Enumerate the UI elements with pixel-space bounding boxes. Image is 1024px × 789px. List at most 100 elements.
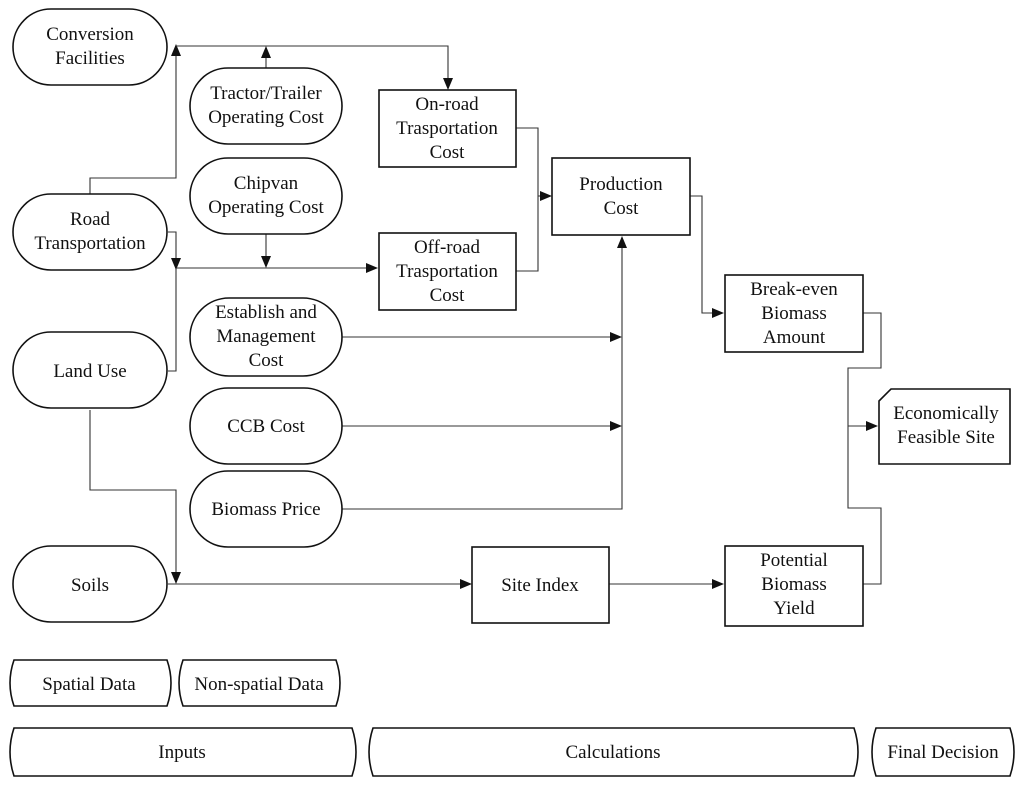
arrowhead-chipvan xyxy=(261,256,271,268)
arrowhead-production-left xyxy=(540,191,552,201)
node-potential-yield-line-2: Biomass xyxy=(761,574,826,595)
node-site-index-line-1: Site Index xyxy=(501,575,579,596)
edge-road-to-offroad xyxy=(168,231,177,268)
node-biomass-price-line-1: Biomass Price xyxy=(211,499,320,520)
edge-road-to-conversion xyxy=(89,46,177,194)
node-breakeven-amount-line-3: Amount xyxy=(763,327,826,348)
node-conversion-facilities-line-1: Conversion xyxy=(46,24,134,45)
edge-offroad-to-production xyxy=(516,196,539,272)
node-establish-management-cost-line-1: Establish and xyxy=(215,302,317,323)
node-breakeven-amount-line-1: Break-even xyxy=(750,279,838,300)
node-establish-management-cost-line-2: Management xyxy=(216,326,316,347)
node-site-index: Site Index xyxy=(471,546,610,624)
arrowhead-offroad xyxy=(366,263,378,273)
node-offroad-cost-line-3: Cost xyxy=(430,285,466,306)
node-land-use: Land Use xyxy=(12,331,168,409)
svg-text:Soils: Soils xyxy=(71,575,109,596)
arrowhead-offroad-junction xyxy=(171,258,181,270)
legend-non-spatial-data: Non-spatial Data xyxy=(178,659,341,707)
connectors xyxy=(89,44,882,589)
node-production-cost-line-1: Production xyxy=(579,174,663,195)
stage-calculations: Calculations xyxy=(368,727,859,777)
edge-landuse-to-offroad xyxy=(168,268,177,372)
node-soils: Soils xyxy=(12,545,168,623)
stage-inputs-label: Inputs xyxy=(158,742,206,763)
arrowhead-breakeven xyxy=(712,308,724,318)
arrowhead-conversion xyxy=(171,44,181,56)
node-land-use-line-1: Land Use xyxy=(53,361,126,382)
node-production-cost-line-2: Cost xyxy=(604,198,640,219)
node-chipvan-cost-line-1: Chipvan xyxy=(234,173,299,194)
svg-text:Biomass Price: Biomass Price xyxy=(211,499,320,520)
arrowhead-production-bottom xyxy=(617,236,627,248)
edge-onroad-to-production xyxy=(516,127,539,196)
edge-top-to-onroad xyxy=(176,45,449,88)
arrowhead-ccb xyxy=(610,421,622,431)
edge-landuse-to-soils xyxy=(89,410,177,582)
arrowhead-soils-junction xyxy=(171,572,181,584)
legend-non-spatial-data-label: Non-spatial Data xyxy=(194,674,324,695)
svg-text:Site Index: Site Index xyxy=(501,575,579,596)
node-potential-yield-line-1: Potential xyxy=(760,550,828,571)
node-road-transportation-line-2: Transportation xyxy=(34,233,146,254)
node-potential-yield-line-3: Yield xyxy=(773,598,815,619)
edge-production-to-breakeven xyxy=(690,195,722,314)
node-tractor-trailer-cost-line-2: Operating Cost xyxy=(208,107,324,128)
node-feasible-site-line-1: Economically xyxy=(893,403,999,424)
arrowhead-establish xyxy=(610,332,622,342)
node-road-transportation-line-1: Road xyxy=(70,209,111,230)
legend-spatial-data-label: Spatial Data xyxy=(42,674,136,695)
node-offroad-cost-line-1: Off-road xyxy=(414,237,481,258)
stage-final-decision: Final Decision xyxy=(871,727,1015,777)
node-onroad-cost-line-3: Cost xyxy=(430,142,466,163)
arrowhead-feasible xyxy=(866,421,878,431)
arrowhead-yield xyxy=(712,579,724,589)
node-soils-line-1: Soils xyxy=(71,575,109,596)
node-onroad-cost-line-2: Trasportation xyxy=(396,118,498,139)
arrowhead-tractor xyxy=(261,46,271,58)
edge-price-to-production xyxy=(342,238,623,510)
legend-spatial-data: Spatial Data xyxy=(9,659,172,707)
arrowhead-onroad xyxy=(443,78,453,90)
node-offroad-cost-line-2: Trasportation xyxy=(396,261,498,282)
edge-breakeven-to-feasible xyxy=(847,312,882,426)
node-biomass-price: Biomass Price xyxy=(189,470,343,548)
node-establish-management-cost-line-3: Cost xyxy=(249,350,285,371)
node-ccb-cost-line-1: CCB Cost xyxy=(227,416,305,437)
node-chipvan-cost-line-2: Operating Cost xyxy=(208,197,324,218)
node-feasible-site-line-2: Feasible Site xyxy=(897,427,995,448)
stage-calculations-label: Calculations xyxy=(566,742,661,763)
node-onroad-cost-line-1: On-road xyxy=(415,94,479,115)
edge-yield-to-feasible xyxy=(847,426,882,585)
stage-inputs: Inputs xyxy=(9,727,357,777)
svg-text:Land Use: Land Use xyxy=(53,361,126,382)
svg-text:CCB Cost: CCB Cost xyxy=(227,416,305,437)
node-breakeven-amount-line-2: Biomass xyxy=(761,303,826,324)
node-ccb-cost: CCB Cost xyxy=(189,387,343,465)
node-conversion-facilities-line-2: Facilities xyxy=(55,48,125,69)
stage-final-decision-label: Final Decision xyxy=(887,742,999,763)
